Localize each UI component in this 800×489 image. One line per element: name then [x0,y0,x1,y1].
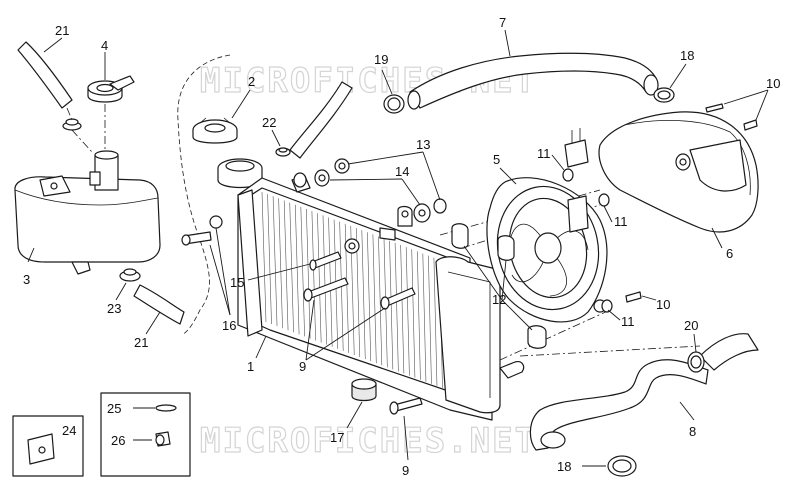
radiator-fin [400,245,405,374]
mounting-bolt-15 [309,251,342,271]
callout-20: 20 [684,318,698,333]
kit-box-24 [12,415,84,477]
fan-connector [564,128,589,168]
callout-26: 26 [111,433,125,448]
overflow-hose-lower [133,284,185,325]
radiator-fin [283,200,289,331]
radiator-bolts [303,277,416,310]
radiator-fin [389,240,394,370]
radiator-fin [433,257,438,386]
grommet-set [293,158,447,254]
radiator-fin [294,204,300,335]
callout-19: 19 [374,52,388,67]
callout-22: 22 [262,115,276,130]
hose-clamp-20 [687,351,705,373]
callout-14: 14 [395,164,409,179]
radiator-fin [328,217,333,347]
callout-13: 13 [416,137,430,152]
callout-10-lower: 10 [656,297,670,312]
lower-coolant-hose [529,333,759,451]
radiator-fin [416,251,421,380]
callout-9-lower: 9 [402,463,409,478]
radiator-cap [192,117,238,144]
radiator-fin [317,213,322,343]
callout-21-lower: 21 [134,335,148,350]
hose-clamp-18-lower [607,455,637,477]
callout-9-mid: 9 [299,359,306,374]
radiator-fin [311,211,316,341]
radiator-fin [367,232,372,362]
kit-box-25-26 [100,392,191,477]
callout-5: 5 [493,152,500,167]
callout-4: 4 [101,38,108,53]
expansion-tank-cap [87,75,135,103]
hose-clip-upper [62,118,82,131]
drain-plug-grommet [351,378,377,402]
callout-15: 15 [230,275,244,290]
callout-10-upper: 10 [766,76,780,91]
radiator-fin [261,191,267,323]
callout-2: 2 [248,74,255,89]
callout-24: 24 [62,423,76,438]
callout-11-lower: 11 [621,314,635,329]
callout-3: 3 [23,272,30,287]
radiator-fin [306,208,311,339]
radiator-fin [411,249,416,378]
expansion-tank [14,150,161,275]
filler-neck [217,158,263,189]
callout-6: 6 [726,246,733,261]
breather-hose [289,81,353,159]
callout-1: 1 [247,359,254,374]
callout-11-upper: 11 [537,146,551,161]
hose-clip-lower [119,268,141,282]
callout-25: 25 [107,401,121,416]
callout-17: 17 [330,430,344,445]
overflow-hose-upper [17,41,73,109]
callout-21-upper: 21 [55,23,69,38]
callout-18-upper: 18 [680,48,694,63]
lower-mounting-bolt [389,397,423,415]
shroud-screws [625,103,758,303]
radiator-fin [405,247,410,376]
assembly-path-left [177,54,231,336]
fan-shroud-cover [598,111,759,233]
radiator-fin [300,206,305,337]
radiator-fin [372,234,377,364]
radiator-fin [428,255,432,384]
callout-8: 8 [689,424,696,439]
radiator-fin [361,230,366,360]
radiator-core [237,175,525,421]
cooling-fan [486,177,608,323]
callout-11-mid: 11 [614,214,628,229]
fan-spacers [451,223,547,349]
radiator-fin [272,196,278,327]
breather-clip [275,147,291,157]
radiator-fin [378,236,383,366]
upper-coolant-hose [407,52,659,110]
callout-16: 16 [222,318,236,333]
radiator-fin [322,215,327,345]
callout-7: 7 [499,15,506,30]
callout-labels: 21 4 2 22 19 7 18 10 13 14 5 11 11 6 3 1… [23,15,780,478]
radiator-fin [422,253,427,382]
callout-18-lower: 18 [557,459,571,474]
hose-clamp-19 [383,94,405,114]
watermark-bottom: MICROFICHES.NET [200,421,537,461]
radiator-fin [278,198,283,329]
callout-23: 23 [107,301,121,316]
radiator-fin [394,242,399,372]
callout-12: 12 [492,292,506,307]
hose-clamp-18-upper [653,87,675,103]
radiator-fin [267,194,272,325]
radiator-fin [289,202,294,333]
